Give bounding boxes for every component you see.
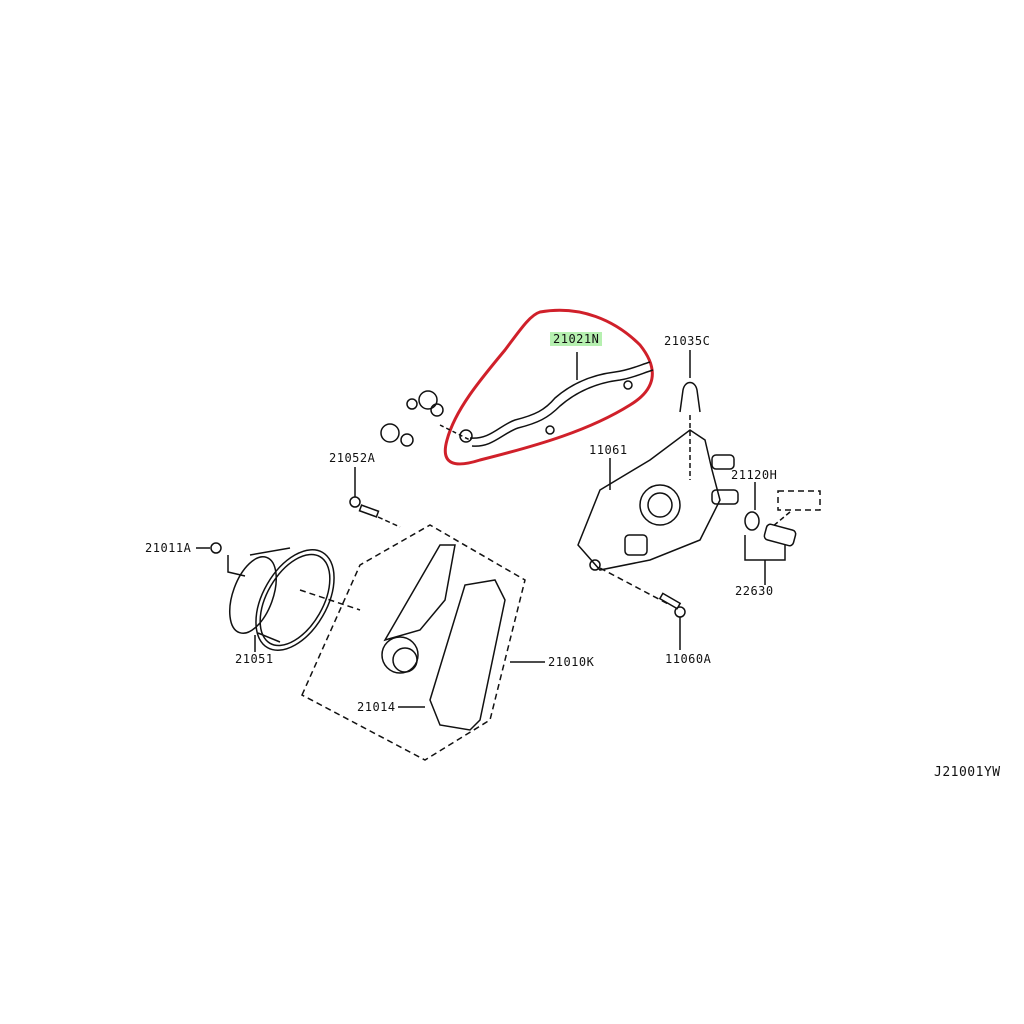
sensor-22630 (744, 482, 821, 585)
pulley-21051 (229, 547, 361, 652)
part-label-21035c[interactable]: 21035C (664, 334, 711, 348)
diagram-reference-code: J21001YW (934, 765, 1001, 780)
part-label-21052a[interactable]: 21052A (329, 451, 376, 465)
hose-fittings (380, 390, 471, 447)
part-label-22630[interactable]: 22630 (735, 584, 774, 598)
part-label-21014[interactable]: 21014 (357, 700, 396, 714)
part-label-11061[interactable]: 11061 (589, 443, 628, 457)
hose-assembly-21021n (459, 352, 654, 447)
bolt-21011a (196, 542, 246, 577)
part-label-21010k[interactable]: 21010K (548, 655, 595, 669)
part-label-21051[interactable]: 21051 (235, 652, 274, 666)
bolt-21052a (349, 467, 401, 528)
bolt-11060a (658, 592, 686, 650)
thermostat-housing-11061 (577, 429, 739, 606)
callout-circle (443, 308, 654, 466)
part-label-21011a[interactable]: 21011A (145, 541, 192, 555)
water-pump-21010k (301, 524, 545, 761)
part-label-11060a[interactable]: 11060A (665, 652, 712, 666)
clip-21035c (679, 350, 701, 480)
part-label-21120h[interactable]: 21120H (731, 468, 778, 482)
part-label-21021n[interactable]: 21021N (550, 332, 603, 346)
